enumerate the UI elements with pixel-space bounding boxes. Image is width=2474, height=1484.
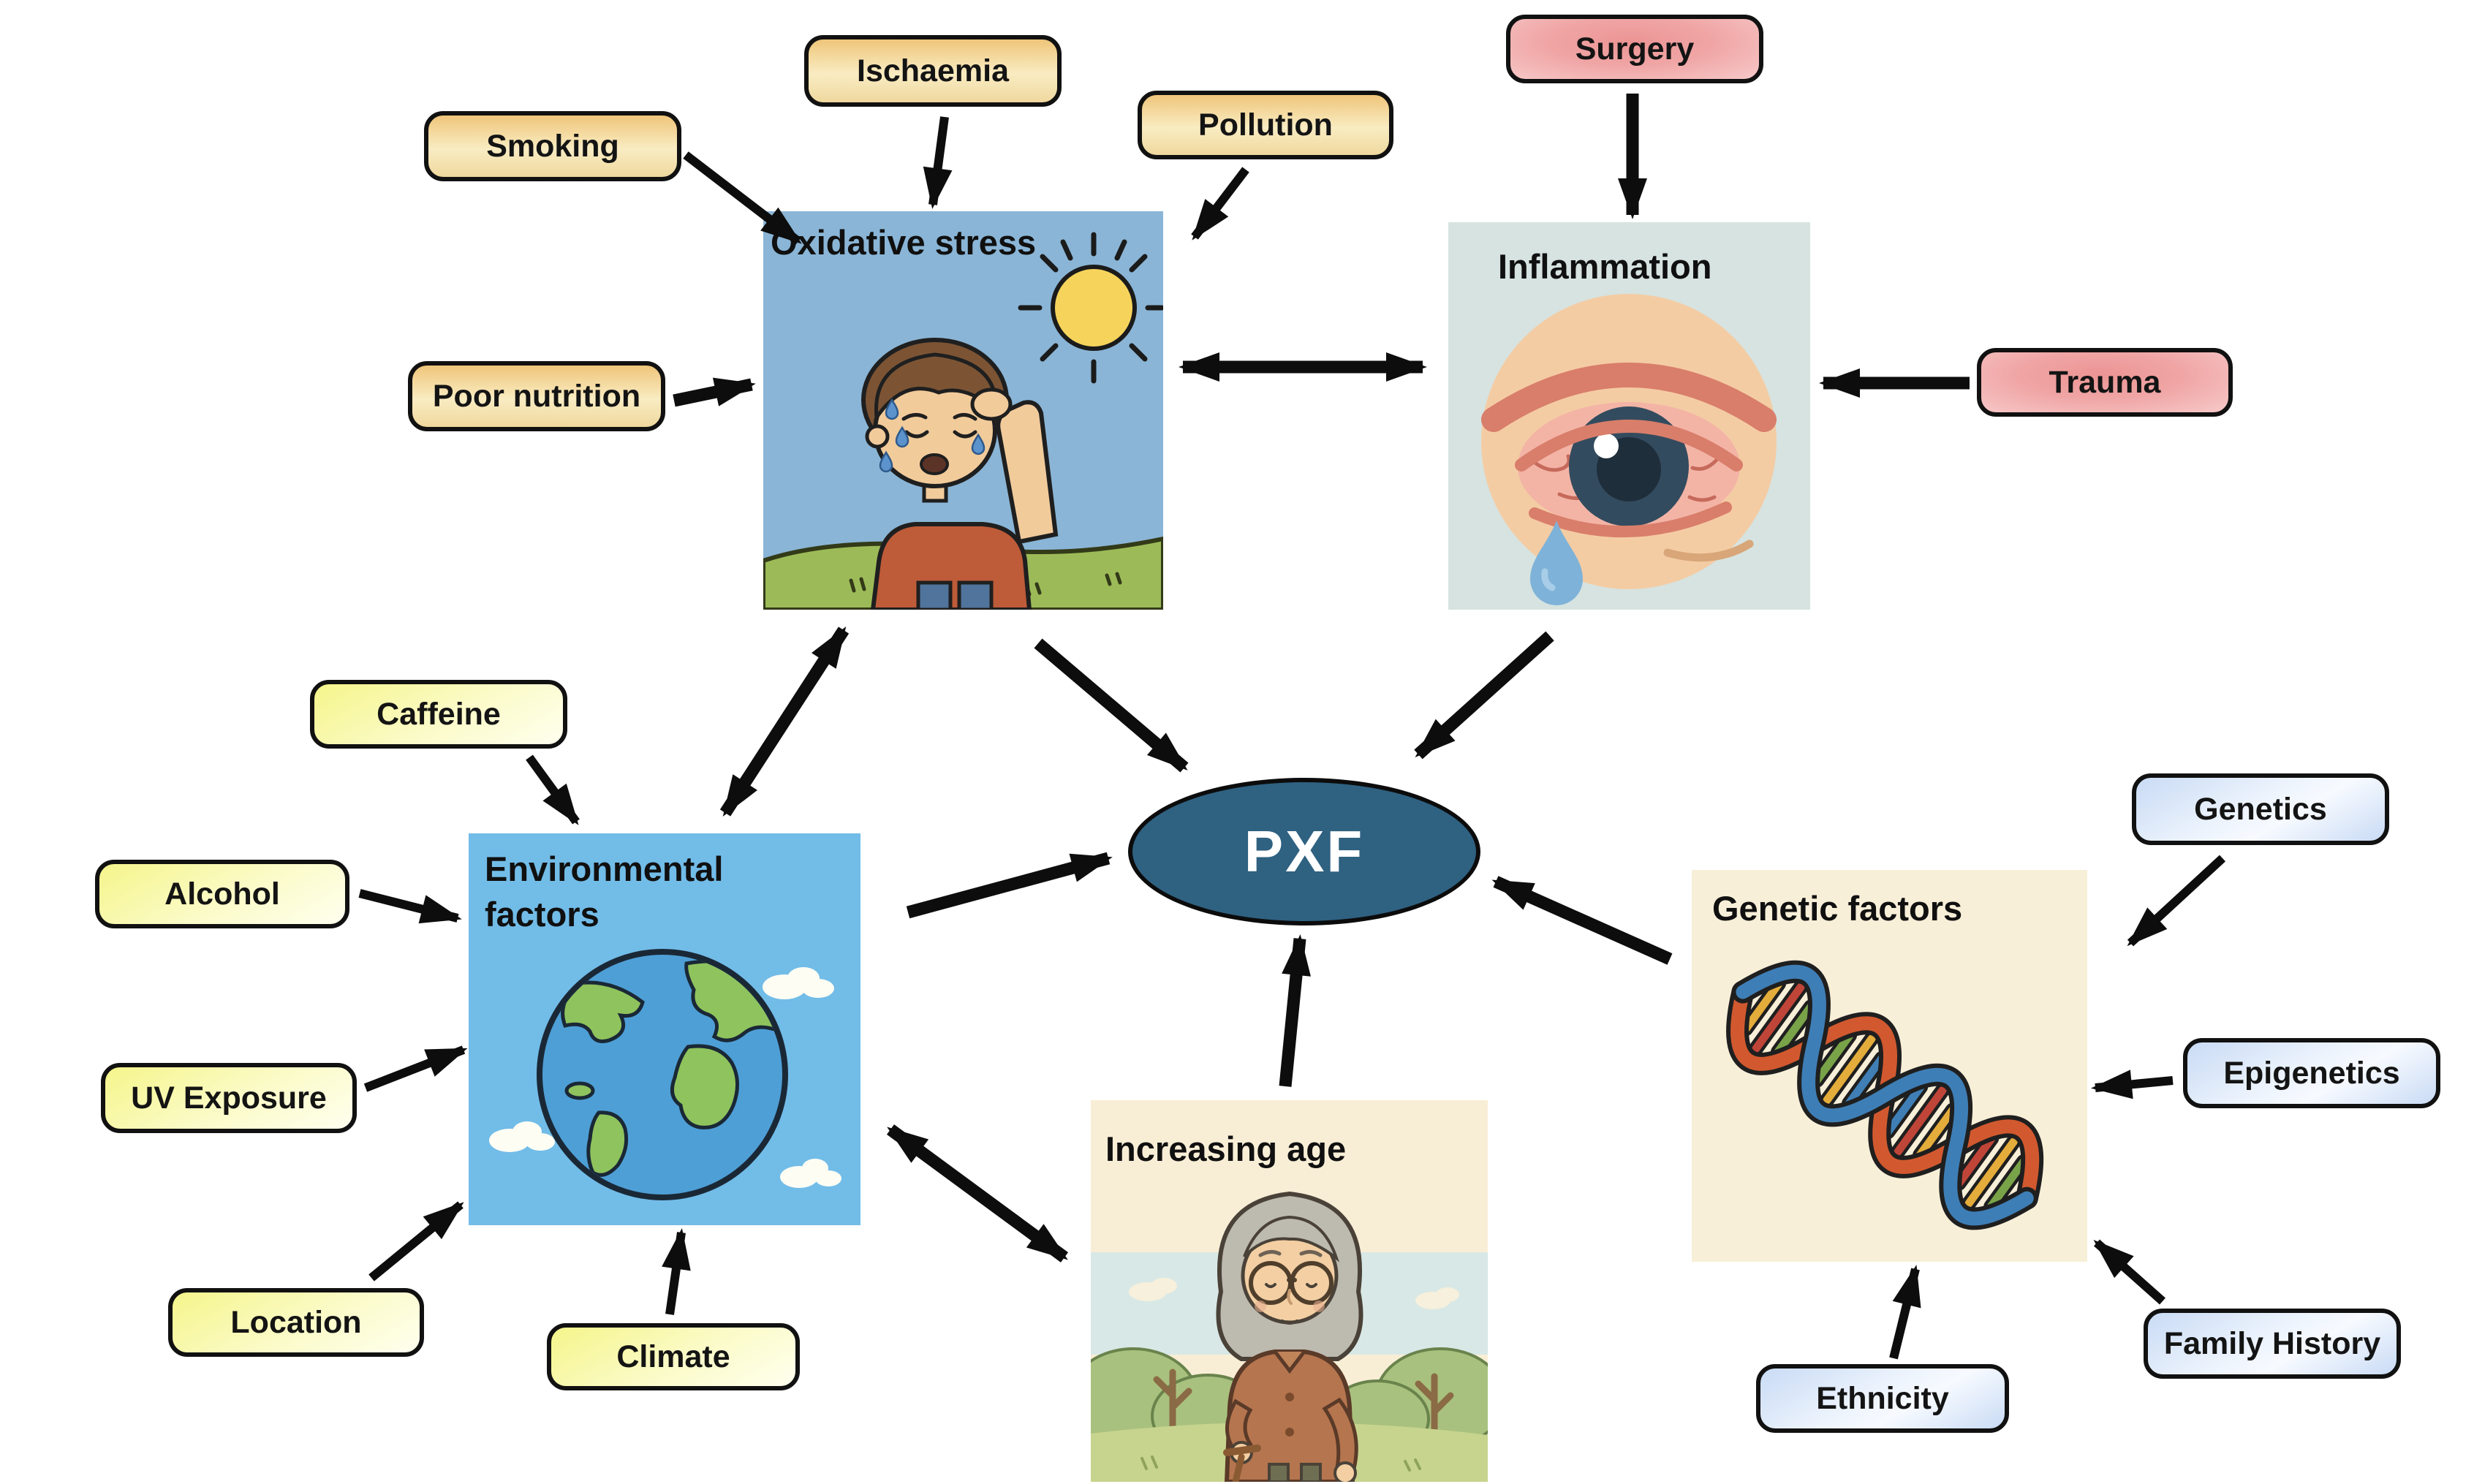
arrow-location-to-environmental [368, 1201, 464, 1282]
arrow-family-history-to-genetic-panel [2093, 1239, 2165, 1305]
factor-box-smoking: Smoking [424, 111, 681, 181]
factor-box-pollution-label: Pollution [1198, 107, 1333, 143]
arrow-uv-exposure-to-environmental [363, 1045, 468, 1092]
factor-box-genetics: Genetics [2132, 773, 2389, 845]
arrow-genetics-to-genetic-panel [2127, 855, 2226, 947]
inflamed-eye [1481, 363, 1777, 562]
factor-box-smoking-label: Smoking [486, 128, 619, 164]
pxf-label: PXF [1244, 819, 1365, 884]
sweat-drops [879, 398, 986, 473]
arrow-ethnicity-to-genetic-panel [1889, 1265, 1921, 1360]
dna-helix [1726, 960, 2044, 1230]
factor-box-poor-nutrition: Poor nutrition [408, 361, 665, 431]
factor-box-climate-label: Climate [616, 1339, 730, 1374]
arrow-increasing-age-to-pxf [1279, 934, 1311, 1087]
factor-box-ischaemia-label: Ischaemia [857, 53, 1009, 88]
arrow-epigenetics-to-genetic-panel [2091, 1070, 2174, 1099]
oxidative-stress-title: Oxidative stress [771, 223, 1037, 262]
cloud [489, 967, 841, 1188]
arrow-climate-to-environmental [662, 1228, 691, 1315]
panel-environmental-factors: Environmental factors [469, 833, 860, 1225]
environmental-title-line2: factors [485, 895, 599, 934]
factor-box-alcohol: Alcohol [95, 860, 349, 928]
arrow-alcohol-to-environmental [358, 889, 462, 924]
tear-drop [1530, 520, 1583, 605]
factor-box-uv-exposure: UV Exposure [101, 1063, 357, 1133]
factor-box-poor-nutrition-label: Poor nutrition [432, 378, 641, 414]
factor-box-surgery: Surgery [1506, 15, 1763, 83]
factor-box-climate: Climate [547, 1323, 800, 1390]
inflammation-title: Inflammation [1498, 247, 1712, 286]
factor-box-ethnicity-label: Ethnicity [1816, 1380, 1949, 1416]
factor-box-epigenetics: Epigenetics [2183, 1038, 2440, 1108]
factor-box-trauma-label: Trauma [2049, 364, 2161, 400]
factor-box-family-history: Family History [2144, 1309, 2401, 1379]
arrow-environmental-to-pxf [906, 852, 1113, 919]
inflamed-eye-illustration [1448, 222, 1810, 610]
environmental-factors-title: Environmental factors [485, 847, 723, 937]
arrow-inflammation-to-pxf [1414, 631, 1554, 760]
factor-box-ethnicity: Ethnicity [1756, 1364, 2009, 1433]
genetic-factors-title: Genetic factors [1712, 889, 1963, 928]
dna-illustration [1692, 870, 2087, 1262]
arrow-oxidative-environmental-bidirectional [719, 626, 850, 817]
factor-box-caffeine-label: Caffeine [377, 696, 501, 732]
factor-box-family-history-label: Family History [2163, 1325, 2381, 1361]
factor-box-ischaemia: Ischaemia [804, 35, 1062, 107]
earth-globe [537, 949, 788, 1200]
factor-box-uv-exposure-label: UV Exposure [131, 1080, 327, 1116]
panel-increasing-age: Increasing age [1091, 1100, 1488, 1482]
arrow-caffeine-to-environmental [526, 754, 580, 825]
factor-box-location-label: Location [230, 1304, 362, 1340]
factor-box-surgery-label: Surgery [1575, 31, 1695, 67]
arrow-pollution-to-oxidative [1191, 167, 1249, 241]
environmental-title-line1: Environmental [485, 849, 724, 888]
cane [1223, 1445, 1261, 1482]
panel-oxidative-stress: Oxidative stress [763, 211, 1163, 610]
arrow-oxidative-to-pxf [1034, 638, 1189, 773]
factor-box-genetics-label: Genetics [2194, 791, 2327, 827]
arrow-poor-nutrition-to-oxidative [673, 377, 756, 407]
factor-box-alcohol-label: Alcohol [164, 876, 280, 912]
factor-box-location: Location [168, 1288, 424, 1357]
factor-box-trauma: Trauma [1977, 348, 2233, 417]
trees [1153, 1368, 1454, 1446]
cloud [1129, 1278, 1459, 1309]
arrow-ischaemia-to-oxidative [923, 116, 953, 209]
sweating-boy [861, 338, 1059, 610]
pxf-center-node: PXF [1128, 778, 1480, 925]
sweating-boy-illustration [763, 211, 1163, 610]
sun-icon [1018, 232, 1163, 384]
factor-box-caffeine: Caffeine [310, 680, 567, 749]
factor-box-epigenetics-label: Epigenetics [2223, 1055, 2400, 1091]
elderly-woman [1216, 1191, 1363, 1482]
increasing-age-title: Increasing age [1105, 1129, 1347, 1168]
panel-inflammation: Inflammation [1448, 222, 1810, 610]
earth-illustration [469, 833, 860, 1225]
arrow-environmental-increasing-age-bidirectional [886, 1124, 1069, 1262]
panel-genetic-factors: Genetic factors [1692, 870, 2087, 1262]
arrow-genetic-factors-to-pxf [1491, 876, 1673, 965]
factor-box-pollution: Pollution [1138, 91, 1393, 159]
elderly-woman-illustration [1091, 1100, 1488, 1482]
